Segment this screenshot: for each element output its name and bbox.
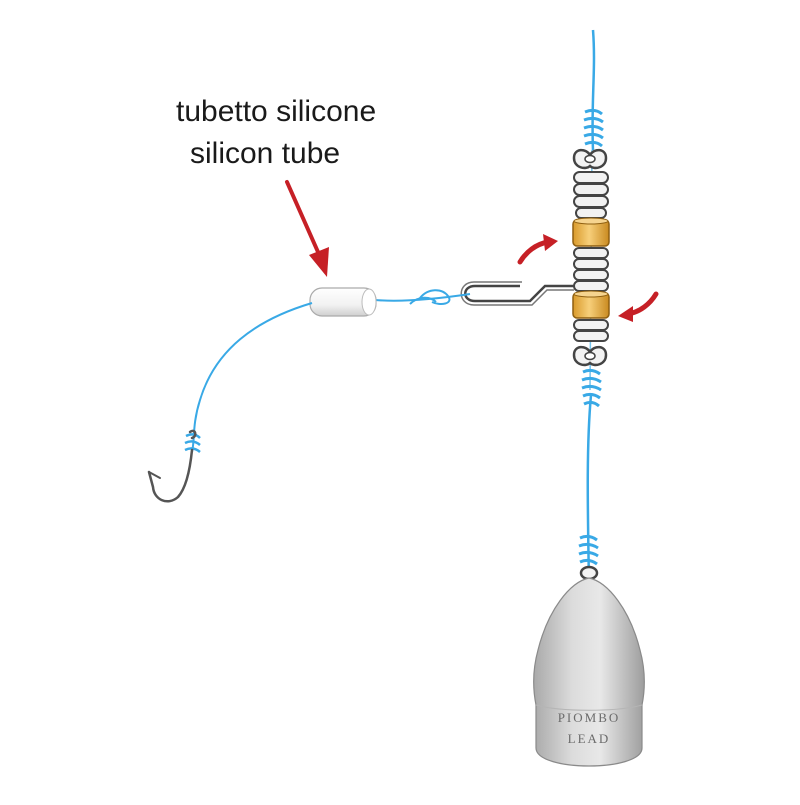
side-arm-wire	[460, 281, 574, 306]
main-line-upper	[591, 29, 596, 151]
fishing-hook-icon	[147, 429, 197, 503]
leader-knot	[409, 289, 451, 305]
middle-coils	[573, 247, 609, 292]
tube-label-italian: tubetto silicone	[176, 95, 377, 128]
silicon-tube-icon	[309, 287, 377, 317]
upper-coils	[573, 171, 609, 219]
arrow-icon	[618, 291, 659, 322]
bottom-knot	[581, 368, 602, 408]
bead-icon	[572, 217, 610, 247]
lower-coils	[573, 319, 609, 342]
main-line-lower	[586, 394, 593, 586]
weight-label-it: PIOMBO	[558, 710, 621, 725]
arrow-icon	[517, 234, 558, 265]
weight-knot	[578, 534, 599, 566]
lead-weight-icon: PIOMBO LEAD	[533, 577, 645, 767]
leader-line-hook	[191, 302, 313, 453]
arrow-icon	[285, 180, 329, 277]
tube-label-english: silicon tube	[190, 137, 341, 170]
weight-label-en: LEAD	[568, 731, 611, 746]
swivel-icon	[572, 148, 608, 367]
weight-eye	[579, 565, 599, 581]
bead-icon	[572, 290, 610, 319]
hook-knot	[184, 433, 201, 453]
top-knot	[583, 108, 604, 148]
